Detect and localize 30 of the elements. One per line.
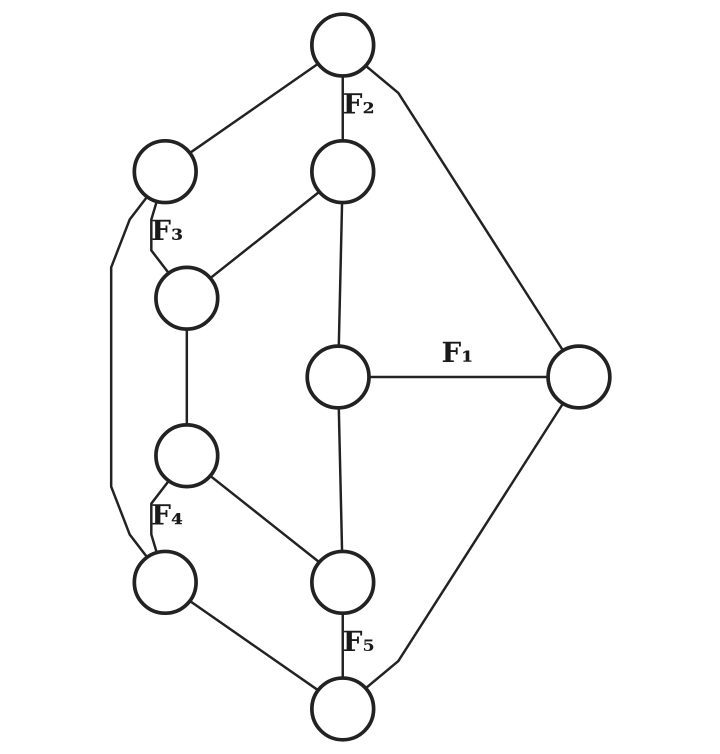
edge-label: F₂: [342, 88, 374, 121]
edge-label: F₅: [342, 624, 374, 658]
connector: [109, 196, 148, 558]
node-circle: [310, 12, 375, 78]
connector: [337, 202, 343, 346]
node-circle: [132, 550, 198, 616]
node-circle: [154, 423, 220, 488]
connector: [341, 76, 344, 140]
edge-label: F₄: [150, 498, 183, 532]
connector: [185, 330, 188, 425]
connector: [341, 614, 344, 678]
connector: [209, 475, 320, 563]
connector: [337, 408, 343, 552]
connector: [150, 201, 170, 274]
node-circle: [310, 676, 375, 742]
edge-label: F₁: [441, 336, 473, 370]
connector: [368, 376, 547, 378]
node-circle: [132, 138, 198, 204]
connector: [364, 65, 564, 352]
node-circle: [310, 550, 375, 616]
connector: [150, 480, 170, 553]
edge-label: F₃: [150, 214, 183, 248]
connector: [209, 191, 320, 279]
connector: [189, 62, 318, 154]
node-circle: [546, 344, 612, 410]
node-circle: [304, 344, 370, 410]
connector: [364, 402, 564, 689]
connector: [188, 600, 318, 691]
node-circle: [310, 138, 375, 204]
node-circle: [154, 266, 220, 331]
